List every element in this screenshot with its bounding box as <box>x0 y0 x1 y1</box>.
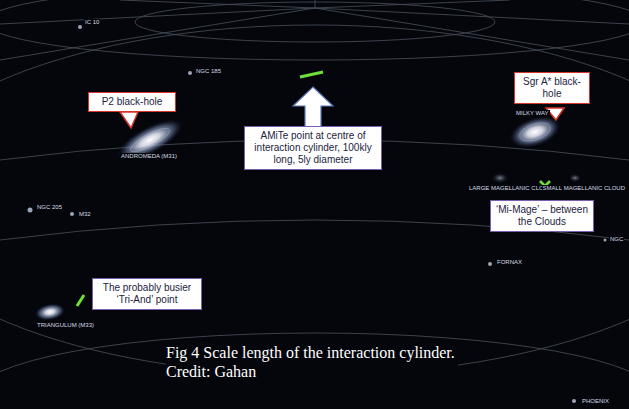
note-box: The probably busier ‘Tri-And’ point <box>92 278 202 310</box>
galaxy-label: IC 10 <box>84 19 100 26</box>
grid-meridian <box>0 8 315 60</box>
galaxy-label: NGC 185 <box>195 68 222 75</box>
grid-meridian <box>0 8 315 24</box>
galaxy-label: M32 <box>78 211 92 218</box>
grid-meridian <box>315 0 510 8</box>
grid-meridian <box>120 0 315 8</box>
note-box: ‘Mi-Mage’ – between the Clouds <box>490 200 594 232</box>
callout-text: ‘Mi-Mage’ – between the Clouds <box>495 204 589 228</box>
galaxy-label: MILKY WAY <box>515 110 550 117</box>
galaxy-label: NGC 205 <box>36 204 63 211</box>
triangulum-galaxy <box>34 302 66 323</box>
grid-ring <box>0 0 629 60</box>
callout-text: P2 black-hole <box>93 96 171 108</box>
callout-pointers <box>120 87 564 128</box>
galaxy-label: TRIANGULUM (M33) <box>36 322 95 329</box>
callout-text: The probably busier ‘Tri-And’ point <box>97 282 197 306</box>
galaxy-label: FORNAX <box>496 259 523 266</box>
grid-meridian <box>315 8 629 24</box>
galaxy-arm <box>517 119 552 144</box>
galaxy-dot <box>488 262 492 266</box>
up-arrow <box>293 87 333 127</box>
grid-ring <box>0 333 629 409</box>
callout-text: Sgr A* black-hole <box>519 76 585 100</box>
galaxy-label: SMALL MAGELLANIC CLOUD <box>542 185 626 192</box>
galaxy-label: NGC <box>609 236 624 243</box>
tri-and-marker <box>77 295 84 306</box>
galaxy-label: ANDROMEDA (M31) <box>120 153 178 160</box>
galaxy-dot <box>188 71 192 75</box>
galaxy-dot <box>28 208 33 213</box>
large-magellanic-cloud <box>492 173 508 183</box>
galaxy-dot <box>604 239 607 242</box>
callout-pointer <box>120 112 138 128</box>
galaxy-label: PHOENIX <box>581 398 610 405</box>
figure-caption: Fig 4 Scale length of the interaction cy… <box>166 343 458 381</box>
galaxy-dot <box>70 212 74 216</box>
callout-box: Sgr A* black-hole <box>514 72 590 104</box>
galaxy-dot <box>572 399 576 403</box>
amite-marker <box>300 72 323 77</box>
callout-text: AMiTe point at centre of interaction cyl… <box>249 130 377 166</box>
galaxy-dot <box>78 25 82 29</box>
small-magellanic-cloud <box>569 174 581 182</box>
callout-box: P2 black-hole <box>88 92 176 112</box>
galaxy-arm <box>128 124 172 155</box>
andromeda-galaxy <box>112 112 188 169</box>
galaxies <box>28 25 607 403</box>
note-box: AMiTe point at centre of interaction cyl… <box>244 126 382 170</box>
grid-meridian <box>315 8 629 60</box>
grid-meridian <box>315 0 316 8</box>
grid-ring <box>0 25 629 375</box>
